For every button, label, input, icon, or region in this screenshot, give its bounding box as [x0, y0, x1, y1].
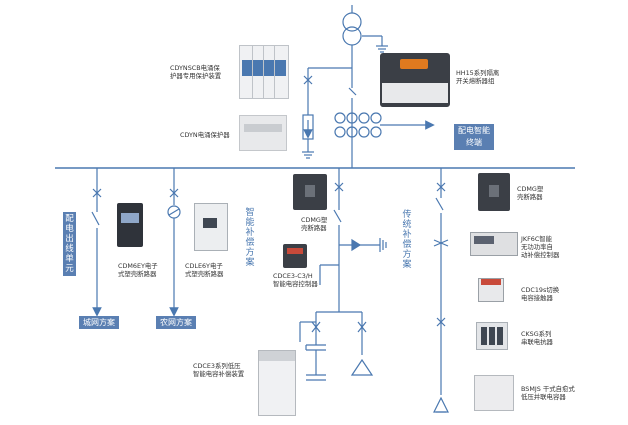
cdmg-top-device-image [478, 173, 510, 211]
bsmj-device-image [474, 375, 514, 411]
trad-comp-label[interactable]: 传统补偿方案 [402, 210, 412, 270]
rural-plan-button[interactable]: 农网方案 [156, 316, 196, 329]
jkf6c-device-image [470, 232, 518, 256]
cdmg-center-label: CDMG塑 壳断路器 [301, 216, 328, 232]
cdce3-comp-label: CDCE3系列低压 智能电容补偿装置 [193, 362, 245, 378]
hh15-device-image [380, 53, 450, 107]
cdyn-device-image [239, 115, 287, 151]
cdmg-center-device-image [293, 174, 327, 210]
cdc19s-device-image [478, 278, 504, 302]
transformer-coil-bottom [342, 26, 362, 46]
cdc19s-label: CDC19s切换 电容接触器 [521, 286, 560, 302]
outlet-unit-button[interactable]: 配电出线单元 [63, 212, 76, 276]
transformer-coil-top [342, 12, 362, 32]
cdce3-ctrl-label: CDCE3-C3/H 智能电容控制器 [273, 272, 318, 288]
bsmj-label: BSMJS 干式自愈式 低压并联电容器 [521, 385, 575, 401]
hh15-label: HH15系列隔离 开关熔断器组 [456, 69, 500, 85]
cdle6y-device-image [194, 203, 228, 251]
smart-comp-label[interactable]: 智能补偿方案 [245, 208, 255, 268]
cdce3-comp-device-image [258, 350, 296, 416]
cdm6ey-label: CDM6EY电子 式塑壳断路器 [118, 262, 158, 278]
cdm6ey-device-image [117, 203, 143, 247]
cdle6y-label: CDLE6Y电子 式塑壳断路器 [185, 262, 224, 278]
cdmg-top-label: CDMG塑 壳断路器 [517, 185, 544, 201]
city-plan-button[interactable]: 城网方案 [79, 316, 119, 329]
cdynscb-device-image [239, 45, 289, 99]
cdynscb-label: CDYNSCB电涌保 护器专用保护装置 [170, 64, 222, 80]
cdce3-ctrl-device-image [283, 244, 307, 268]
cksg-label: CKSG系列 串联电抗器 [521, 330, 553, 346]
pd-terminal-tag: 配电智能终端 [454, 124, 494, 150]
jkf6c-label: JKF6C智能 无功功率自 动补偿控制器 [521, 235, 560, 259]
cdyn-label: CDYN电涌保护器 [180, 131, 230, 139]
cksg-device-image [476, 322, 508, 350]
